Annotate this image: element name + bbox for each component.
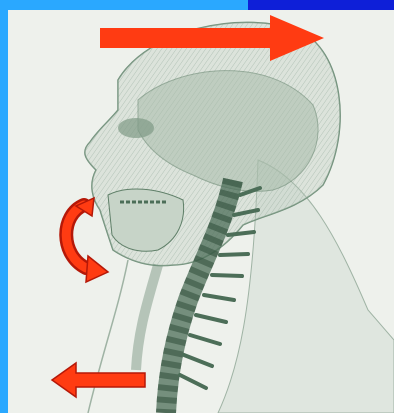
left-accent-bar	[0, 10, 8, 413]
head-neck-illustration	[8, 10, 394, 413]
eye-socket	[118, 118, 154, 138]
anatomy-drawing	[8, 10, 394, 413]
top-accent-bar	[0, 0, 248, 10]
